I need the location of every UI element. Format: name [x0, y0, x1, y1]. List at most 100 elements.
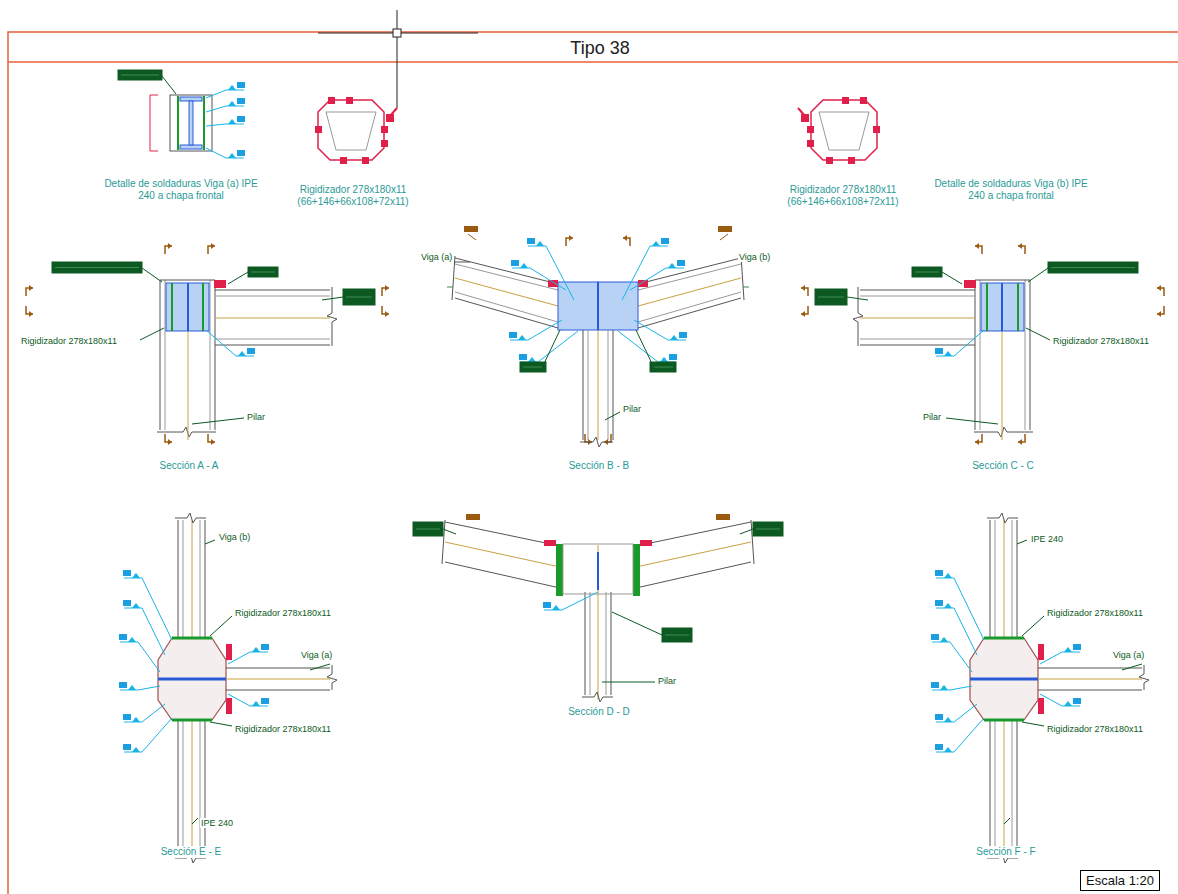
- drawing-line: [756, 529, 780, 530]
- part-label: Pilar: [622, 404, 642, 414]
- drawing-rect: [189, 101, 193, 145]
- drawing-rect: [509, 332, 517, 338]
- drawing-path: [228, 119, 236, 124]
- drawing-rect: [527, 238, 535, 244]
- drawing-path: [326, 112, 376, 150]
- drawing-line: [206, 124, 226, 126]
- drawing-part: [118, 70, 245, 158]
- drawing-path: [569, 235, 573, 241]
- part-label: Viga (a): [1112, 650, 1145, 660]
- part-label: Pilar: [246, 412, 266, 422]
- drawing-line: [455, 298, 558, 328]
- drawing-line: [138, 642, 160, 672]
- drawing-path: [1018, 243, 1022, 249]
- drawing-rect: [661, 238, 669, 244]
- drawing-rect: [964, 280, 976, 288]
- drawing-line: [611, 592, 612, 695]
- drawing-path: [128, 637, 136, 642]
- drawing-line: [1017, 540, 1027, 544]
- drawing-line: [1051, 267, 1135, 268]
- drawing-line: [954, 330, 984, 356]
- scale-text: Escala 1:20: [1086, 873, 1154, 888]
- part-label: Pilar: [922, 412, 942, 422]
- drawing-line: [206, 90, 226, 98]
- drawing-rect: [118, 70, 162, 80]
- drawing-rect: [346, 97, 353, 104]
- drawing-line: [142, 268, 162, 282]
- drawing-line: [942, 272, 962, 284]
- drawing-line: [984, 637, 1024, 640]
- drawing-line: [346, 297, 372, 298]
- drawing-path: [853, 287, 863, 346]
- drawing-rect: [381, 126, 388, 133]
- drawing-line: [605, 412, 620, 420]
- drawing-rect: [640, 540, 652, 546]
- part-label: Rigidizador 278x180x11: [1052, 336, 1150, 346]
- drawing-line: [860, 345, 975, 346]
- drawing-path: [385, 311, 389, 317]
- drawing-line: [206, 106, 226, 112]
- drawing-line: [455, 258, 558, 284]
- drawing-rect: [519, 354, 527, 360]
- drawing-rect: [328, 97, 335, 104]
- drawing-rect: [981, 283, 1024, 331]
- drawing-rect: [931, 634, 939, 640]
- drawing-line: [210, 280, 211, 430]
- drawing-path: [819, 112, 869, 150]
- drawing-line: [954, 608, 977, 655]
- drawing-line: [452, 256, 455, 300]
- drawing-line: [636, 562, 751, 588]
- drawing-line: [447, 287, 453, 288]
- drawing-rect: [226, 698, 232, 714]
- drawing-rect: [119, 634, 127, 640]
- part-label: Viga (a): [420, 252, 453, 262]
- drawing-rect: [180, 145, 202, 149]
- drawing-part: [452, 226, 749, 445]
- drawing-rect: [807, 140, 814, 147]
- drawing-rect: [815, 289, 847, 305]
- drawing-path: [228, 85, 236, 90]
- drawing-line: [860, 318, 975, 319]
- drawing-path: [520, 263, 528, 268]
- drawing-line: [160, 280, 215, 281]
- drawing-rect: [1073, 698, 1081, 704]
- drawing-line: [215, 290, 330, 291]
- drawing-path: [157, 427, 216, 437]
- drawing-part: [606, 514, 783, 695]
- drawing-line: [970, 678, 1038, 681]
- drawing-path: [228, 153, 236, 158]
- drawing-line: [597, 552, 599, 590]
- drawing-line: [455, 292, 558, 322]
- drawing-path: [168, 439, 172, 445]
- drawing-rect: [180, 97, 202, 101]
- drawing-path: [228, 101, 236, 106]
- drawing-line: [954, 718, 984, 752]
- section-caption: Sección F - F: [955, 846, 1057, 858]
- drawing-path: [318, 100, 384, 160]
- drawing-line: [205, 540, 215, 544]
- drawing-rect: [123, 714, 131, 720]
- drawing-rect: [548, 280, 558, 287]
- drawing-line: [636, 522, 751, 546]
- drawing-line: [142, 608, 165, 655]
- drawing-path: [940, 637, 948, 642]
- drawing-rect: [261, 698, 269, 704]
- drawing-path: [975, 439, 979, 445]
- drawing-rect: [170, 95, 212, 151]
- drawing-line: [638, 264, 741, 290]
- drawing-rect: [556, 544, 563, 596]
- drawing-line: [1022, 616, 1044, 636]
- drawing-rect: [119, 682, 127, 688]
- drawing-rect: [826, 157, 833, 164]
- drawing-path: [175, 513, 206, 523]
- drawing-line: [915, 272, 939, 273]
- drawing-line: [206, 148, 226, 158]
- drawing-line: [950, 686, 972, 690]
- drawing-line: [1001, 283, 1003, 331]
- drawing-rect: [386, 114, 394, 122]
- drawing-rect: [237, 116, 245, 122]
- drawing-line: [215, 280, 216, 430]
- drawing-path: [970, 638, 1038, 720]
